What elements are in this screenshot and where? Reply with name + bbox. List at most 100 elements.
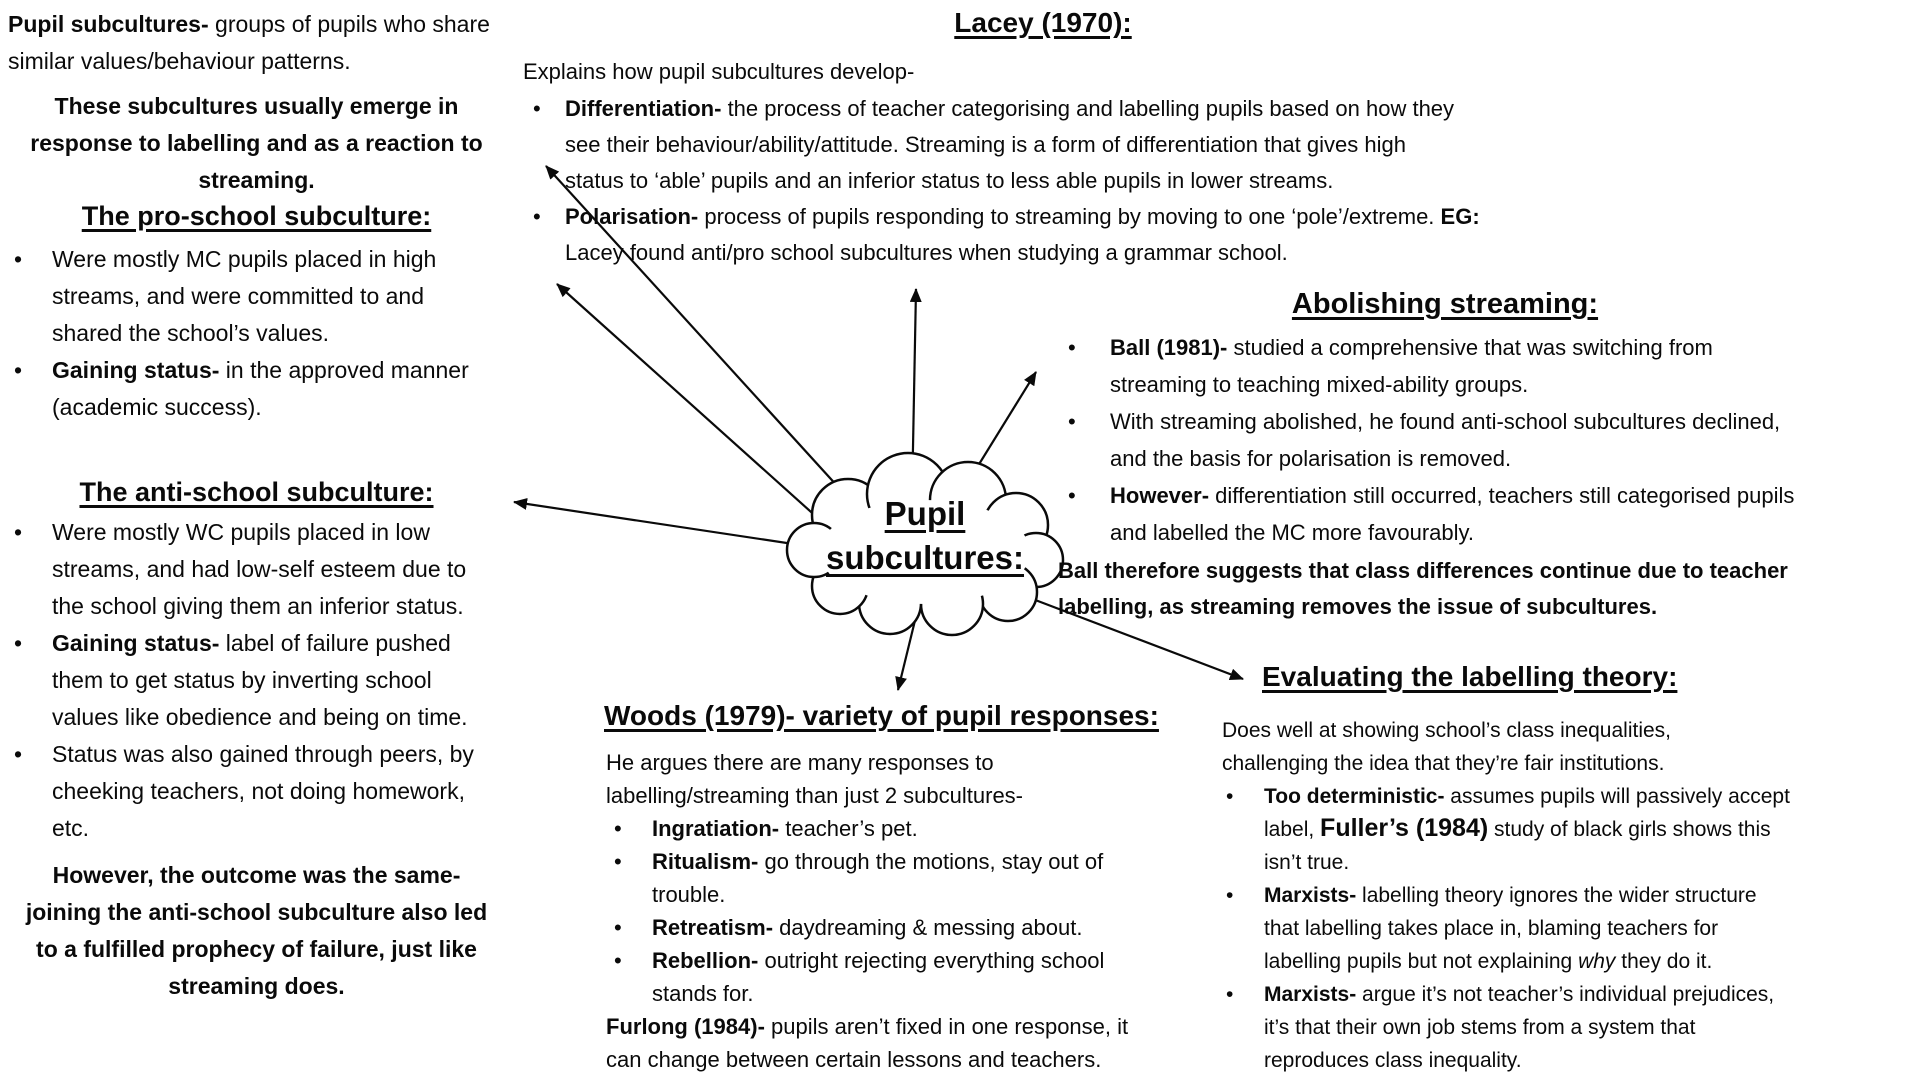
pro-school-section: The pro-school subculture: [4,198,509,234]
bullet-text: Marxists- labelling theory ignores the w… [1264,879,1914,978]
bullet-lead: Gaining status- [52,630,220,656]
list-item: • With streaming abolished, he found ant… [1060,403,1916,477]
bullet-icon: • [1226,884,1234,907]
definition-text: groups of pupils who share similar value… [8,11,490,74]
bullet-rest: argue it’s not teacher’s individual prej… [1264,983,1775,1072]
list-item: • Were mostly MC pupils placed in high s… [8,241,528,352]
list-item: • Differentiation- the process of teache… [523,91,1563,199]
lacey-bullets: • Differentiation- the process of teache… [523,91,1563,271]
bullet-icon: • [614,948,622,973]
bullet-rest: they do it. [1615,950,1713,973]
bullet-rest: label of failure pushed them to get stat… [52,630,468,730]
anti-school-section: The anti-school subculture: [4,474,509,510]
bullet-emphasis: EG: [1440,204,1480,229]
bullet-icon: • [614,915,622,940]
list-item: • Gaining status- in the approved manner… [8,352,528,426]
list-item: • Too deterministic- assumes pupils will… [1222,780,1914,879]
anti-school-heading: The anti-school subculture: [79,477,434,507]
arrow-to-anti-school [513,497,801,547]
bullet-lead: Rebellion- [652,948,759,973]
central-topic-line1: Pupil [884,495,966,532]
bullet-rest: the process of teacher categorising and … [565,96,1455,193]
evaluating-intro: Does well at showing school’s class ineq… [1222,719,1672,775]
bullet-rest: studied a comprehensive that was switchi… [1110,335,1713,397]
bullet-icon: • [614,849,622,874]
bullet-lead: Ingratiation- [652,816,780,841]
bullet-rest: differentiation still occurred, teachers… [1110,483,1795,545]
emergence-note: These subcultures usually emerge in resp… [30,93,483,193]
furlong-lead: Furlong (1984)- [606,1014,765,1039]
list-item: • Ball (1981)- studied a comprehensive t… [1060,329,1916,403]
bullet-text: Marxists- argue it’s not teacher’s indiv… [1264,978,1914,1077]
list-item: • However- differentiation still occurre… [1060,477,1916,551]
bullet-icon: • [14,741,23,767]
bullet-text: Ball (1981)- studied a comprehensive tha… [1110,329,1916,403]
bullet-lead: Differentiation- [565,96,722,121]
bullet-icon: • [533,96,541,121]
pro-school-bullets: • Were mostly MC pupils placed in high s… [8,241,528,426]
bullet-rest: Lacey found anti/pro school subcultures … [565,240,1288,265]
bullet-lead: Too deterministic- [1264,785,1445,808]
list-item: • Polarisation- process of pupils respon… [523,199,1563,271]
bullet-rest: daydreaming & messing about. [773,915,1083,940]
fuller-reference: Fuller’s (1984) [1320,814,1489,842]
list-item: • Were mostly WC pupils placed in low st… [8,514,528,625]
list-item: • Marxists- labelling theory ignores the… [1222,879,1914,978]
bullet-icon: • [1068,483,1076,508]
woods-intro: He argues there are many responses to la… [606,750,1024,808]
bullet-icon: • [614,816,622,841]
bullet-lead: Marxists- [1264,884,1357,907]
bullet-text: Retreatism- daydreaming & messing about. [652,911,1216,944]
bullet-icon: • [1226,785,1234,808]
bullet-text: Ingratiation- teacher’s pet. [652,812,1216,845]
bullet-text: Were mostly MC pupils placed in high str… [52,246,437,346]
bullet-text: Gaining status- in the approved manner (… [52,352,528,426]
abolishing-heading: Abolishing streaming: [1291,288,1599,320]
bullet-icon: • [1068,409,1076,434]
bullet-text: Gaining status- label of failure pushed … [52,625,528,736]
bullet-rest: teacher’s pet. [779,816,918,841]
list-item: • Gaining status- label of failure pushe… [8,625,528,736]
evaluating-body: Does well at showing school’s class ineq… [1222,714,1914,1077]
bullet-icon: • [533,204,541,229]
list-item: • Status was also gained through peers, … [8,736,528,847]
cloud-shape [785,451,1065,637]
central-topic-line2: subcultures: [825,539,1025,576]
ball-conclusion: Ball therefore suggests that class diffe… [1058,558,1788,619]
bullet-text: Rebellion- outright rejecting everything… [652,944,1216,1010]
central-topic: Pupil subcultures: [797,492,1053,580]
bullet-lead: Retreatism- [652,915,774,940]
arrow-to-pro-school [556,283,821,521]
bullet-rest: go through the motions, stay out of trou… [652,849,1104,907]
bullet-lead: Polarisation- [565,204,699,229]
definition-term: Pupil subcultures- [8,11,209,37]
bullet-rest: in the approved manner (academic success… [52,357,469,420]
list-item: • Marxists- argue it’s not teacher’s ind… [1222,978,1914,1077]
bullet-mid: labelling theory ignores the wider struc… [1264,884,1757,973]
bullet-icon: • [1068,335,1076,360]
bullet-lead: Gaining status- [52,357,220,383]
list-item: • Ingratiation- teacher’s pet. [606,812,1216,845]
list-item: • Ritualism- go through the motions, sta… [606,845,1216,911]
pro-school-heading: The pro-school subculture: [81,201,432,231]
lacey-section: Lacey (1970): [523,5,1563,41]
bullet-icon: • [14,519,23,545]
bullet-icon: • [14,630,23,656]
bullet-lead: Ball (1981)- [1110,335,1228,360]
anti-school-conclusion: However, the outcome was the same- joini… [25,862,488,999]
definition-paragraph: Pupil subcultures- groups of pupils who … [8,6,528,80]
bullet-text: Differentiation- the process of teacher … [565,91,1563,199]
furlong-text: pupils aren’t fixed in one response, it … [606,1014,1129,1072]
woods-heading: Woods (1979)- variety of pupil responses… [604,700,1159,731]
bullet-text: However- differentiation still occurred,… [1110,477,1916,551]
bullet-text: With streaming abolished, he found anti-… [1110,409,1781,471]
furlong-note: Furlong (1984)- pupils aren’t fixed in o… [606,1010,1216,1076]
italic-why: why [1578,950,1616,973]
bullet-lead: Marxists- [1264,983,1357,1006]
list-item: • Retreatism- daydreaming & messing abou… [606,911,1216,944]
evaluating-section: Evaluating the labelling theory: [1262,658,1677,696]
bullet-icon: • [14,246,23,272]
abolishing-section: Abolishing streaming: [1060,285,1830,323]
anti-school-bullets: • Were mostly WC pupils placed in low st… [8,514,528,847]
